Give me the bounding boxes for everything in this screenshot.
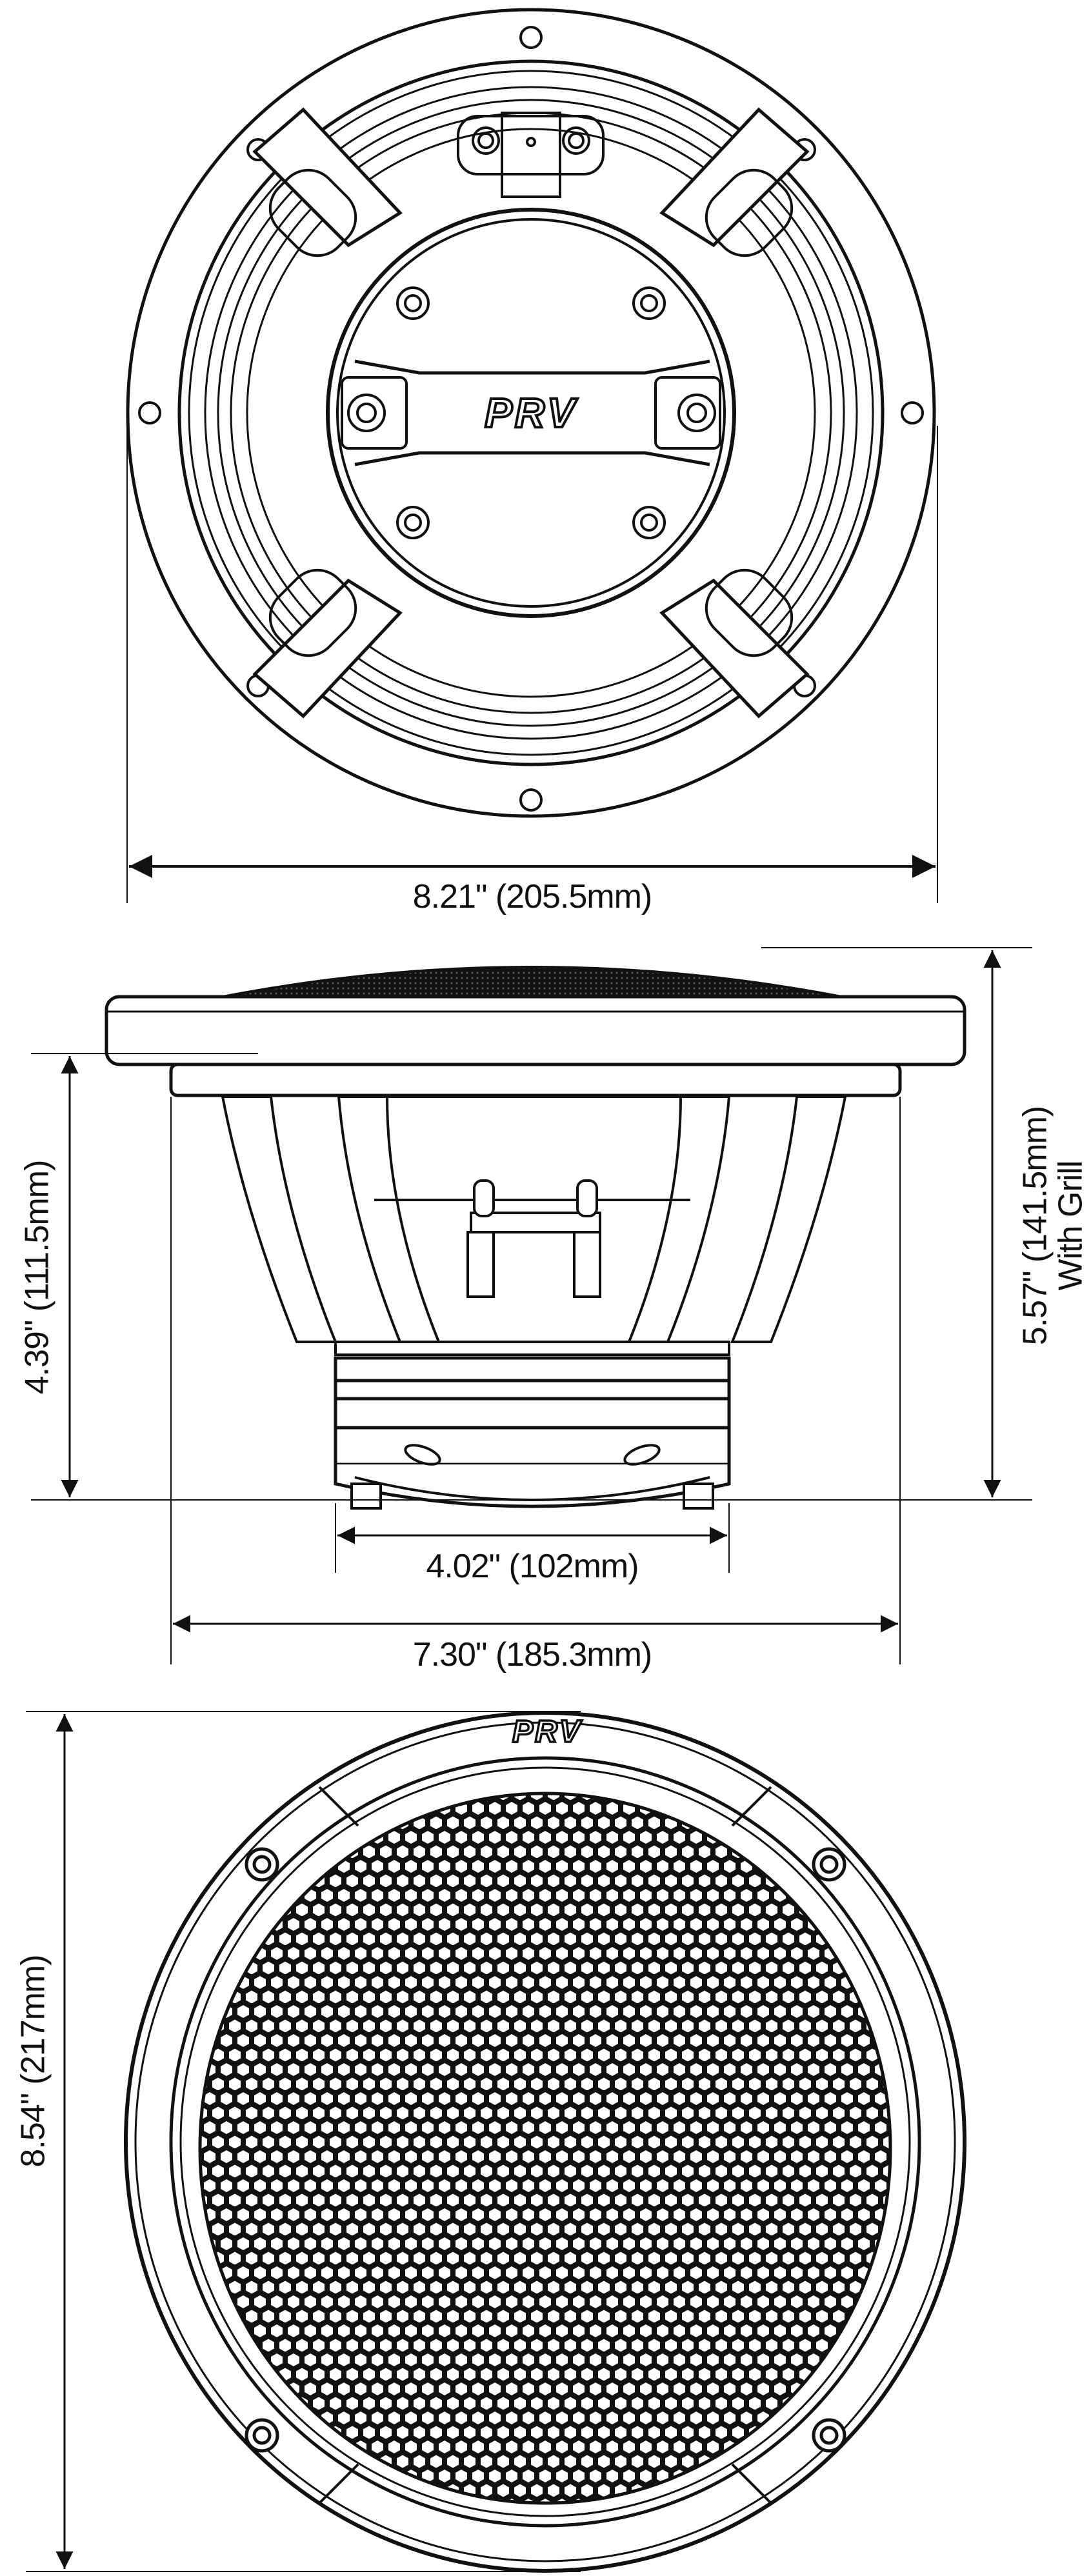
dim-label-total-depth-value: 5.57" (141.5mm) <box>1016 1106 1054 1346</box>
dim-label-grill-diameter: 8.54" (217mm) <box>14 1955 52 2168</box>
grill-view <box>124 1711 966 2573</box>
dim-label-magnet-diameter: 4.02" (102mm) <box>426 1548 639 1585</box>
dim-label-overall-diameter: 8.21" (205.5mm) <box>412 878 653 915</box>
dim-8-54 <box>26 1711 581 2572</box>
side-dimension-lines <box>31 947 1032 1664</box>
dim-label-cutout-diameter: 7.30" (185.3mm) <box>412 1636 653 1673</box>
prv-logo-grill: PRV <box>512 1715 583 1749</box>
side-terminals <box>466 1179 601 1298</box>
side-view <box>105 966 966 1510</box>
terminal-block <box>457 112 605 198</box>
magnet-bolts <box>347 286 716 539</box>
dim-label-total-depth-note: With Grill <box>1052 1161 1089 1291</box>
dim-8-21 <box>126 426 938 903</box>
rear-view <box>126 8 936 818</box>
dim-label-mount-depth: 4.39" (111.5mm) <box>18 1160 56 1395</box>
grill-screws <box>245 1847 846 2453</box>
dim-label-total-depth: 5.57" (141.5mm) With Grill <box>1016 1106 1089 1346</box>
prv-logo-rear: PRV <box>485 390 578 436</box>
